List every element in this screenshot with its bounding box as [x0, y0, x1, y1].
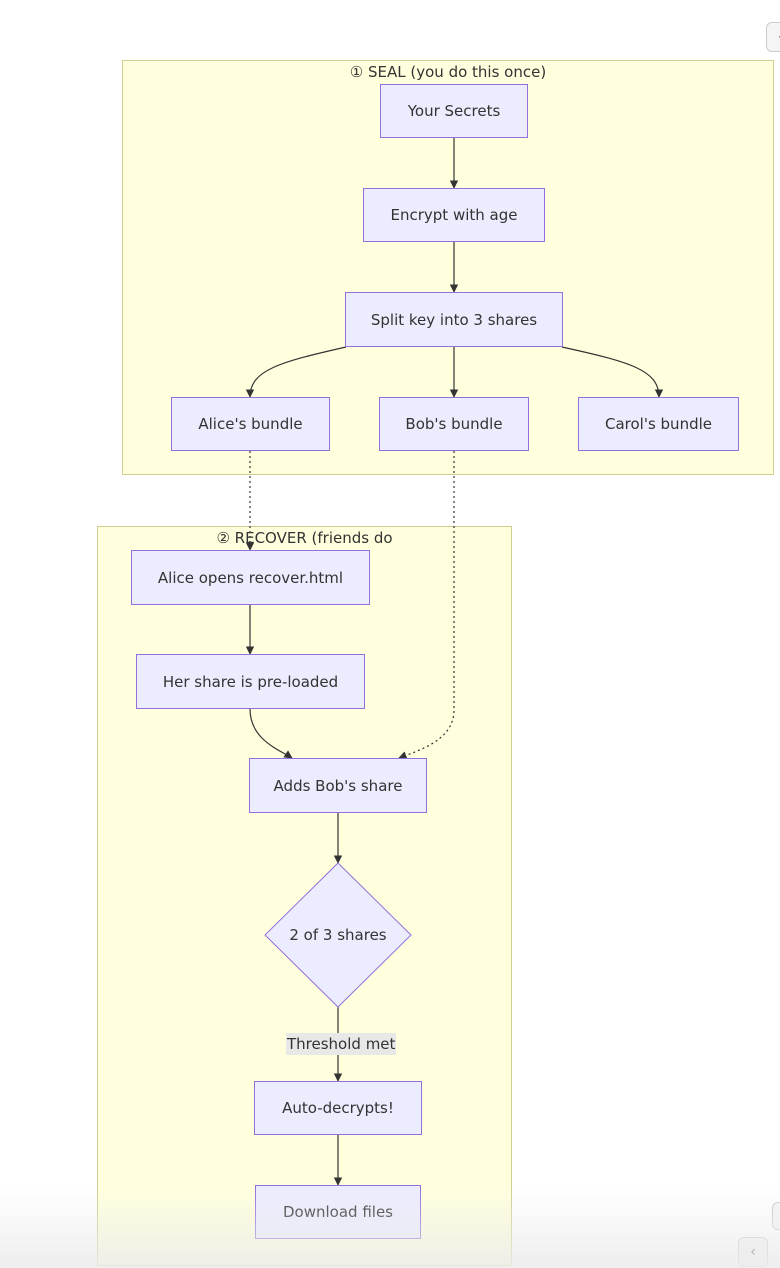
node-carol-bundle: Carol's bundle: [578, 397, 739, 451]
node-split-key: Split key into 3 shares: [345, 292, 563, 347]
node-adds-bob-share: Adds Bob's share: [249, 758, 427, 813]
edge-label-threshold: Threshold met: [286, 1033, 397, 1055]
node-encrypt-with-age: Encrypt with age: [363, 188, 545, 242]
recover-cluster: ② RECOVER (friends do: [97, 526, 512, 1266]
node-your-secrets: Your Secrets: [380, 84, 528, 138]
collapse-panel-button[interactable]: ‹: [766, 22, 780, 52]
node-alice-opens: Alice opens recover.html: [131, 550, 370, 605]
node-download-files: Download files: [255, 1185, 421, 1239]
chevron-left-icon: ‹: [778, 29, 780, 45]
node-alice-bundle: Alice's bundle: [171, 397, 330, 451]
node-bob-bundle: Bob's bundle: [379, 397, 529, 451]
previous-button[interactable]: ‹: [738, 1237, 768, 1267]
chevron-left-icon: ‹: [750, 1244, 756, 1260]
node-decision-label: 2 of 3 shares: [289, 926, 387, 944]
node-auto-decrypts: Auto-decrypts!: [254, 1081, 422, 1135]
recover-cluster-title: ② RECOVER (friends do: [216, 529, 393, 547]
seal-cluster-title: ① SEAL (you do this once): [349, 63, 547, 81]
node-her-share: Her share is pre-loaded: [136, 654, 365, 709]
zoom-control-button[interactable]: [772, 1202, 780, 1230]
